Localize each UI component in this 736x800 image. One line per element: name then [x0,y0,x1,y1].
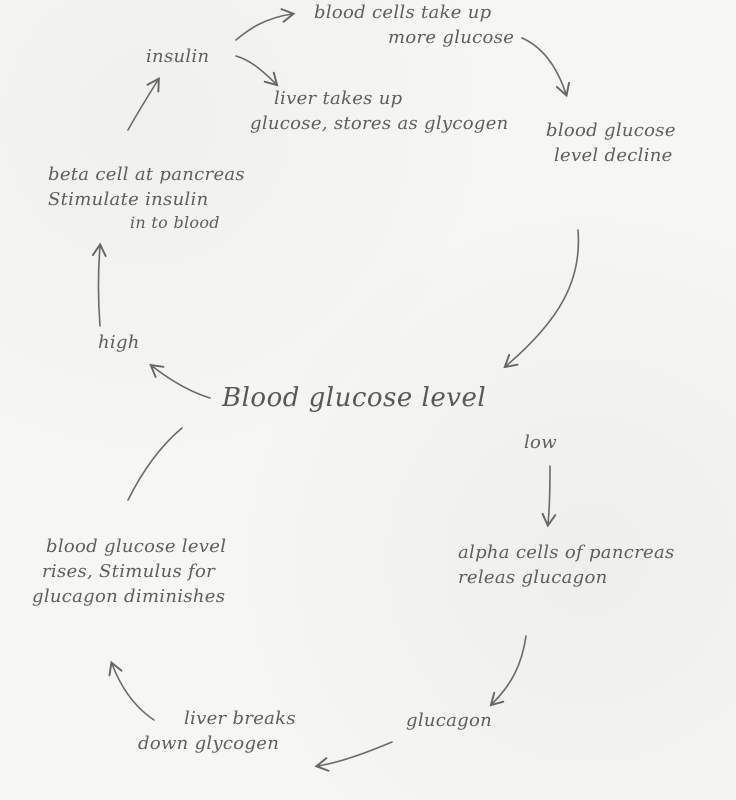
arrow-center-to-high [149,363,211,399]
node-liver-takes-up: liver takes up glucose, stores as glycog… [250,86,509,136]
text-line: alpha cells of pancreas [458,542,675,563]
arrow-beta-to-insulin [127,77,160,131]
arrow-glucagon-to-liver [314,741,393,772]
node-liver-breaks-down: liver breaks down glycogen [138,706,296,756]
node-blood-cells-take-up: blood cells take up more glucose [314,0,514,50]
node-blood-glucose-rises: blood glucose level rises, Stimulus for … [32,534,226,610]
text-line: blood glucose level [46,536,227,557]
arrow-high-to-beta [91,242,107,327]
node-low: low [524,430,557,455]
arrow-rises-to-center [127,427,183,501]
node-blood-glucose-decline: blood glucose level decline [546,118,676,168]
node-alpha-cells: alpha cells of pancreas releas glucagon [458,540,675,590]
text-line: high [98,332,140,353]
arrow-blood-cells-to-decline [521,37,570,98]
arrow-insulin-to-blood-cells [235,8,296,41]
arrow-alpha-to-glucagon [489,635,527,707]
text-line: in to blood [130,213,220,233]
node-high: high [98,330,140,355]
node-insulin: insulin [146,44,209,69]
text-line: glucagon diminishes [32,586,226,608]
text-line: Stimulate insulin [48,189,209,211]
node-glucagon: glucagon [406,708,492,733]
arrow-insulin-to-liver [235,55,279,87]
text-line: Blood glucose level [222,383,487,413]
text-line: down glycogen [138,733,280,755]
arrow-low-to-alpha [541,465,557,528]
text-line: more glucose [388,27,515,49]
text-line: liver takes up [274,88,403,109]
node-blood-glucose-level: Blood glucose level [222,380,486,416]
text-line: low [524,432,557,453]
text-line: releas glucagon [458,567,608,589]
text-line: glucagon [406,710,493,731]
text-line: liver breaks [184,708,296,729]
text-line: level decline [554,145,673,167]
text-line: blood cells take up [314,2,492,23]
text-line: beta cell at pancreas [48,164,245,185]
arrow-liver-to-rises [108,660,155,721]
text-line: blood glucose [546,120,676,141]
arrow-decline-to-center [503,229,580,369]
node-beta-cell: beta cell at pancreas Stimulate insulin … [48,162,245,235]
text-line: glucose, stores as glycogen [250,113,509,135]
text-line: insulin [146,46,210,67]
text-line: rises, Stimulus for [42,561,216,583]
